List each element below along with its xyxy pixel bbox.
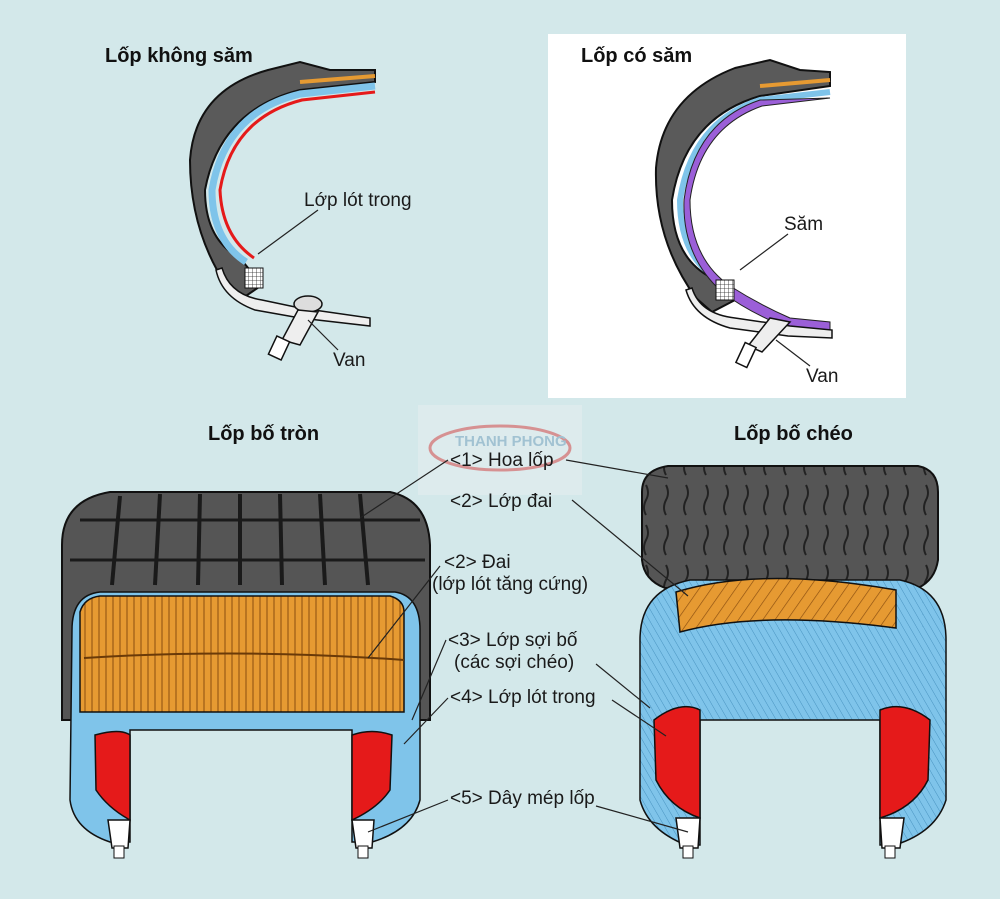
legend-tread: <1> Hoa lốp bbox=[450, 450, 554, 471]
legend-ply-2: (các sợi chéo) bbox=[454, 652, 574, 673]
radial-title: Lốp bố tròn bbox=[208, 423, 319, 445]
tube-belt bbox=[759, 78, 831, 88]
radial-tire: Lốp bố tròn bbox=[61, 423, 431, 859]
bias-bead-left bbox=[675, 817, 701, 859]
bias-tire: Lốp bố chéo bbox=[639, 423, 947, 859]
tube-valve bbox=[734, 317, 792, 369]
watermark-text: THANH PHONG bbox=[455, 433, 567, 450]
legend-ply-1: <3> Lớp sợi bố bbox=[448, 630, 578, 651]
radial-tread-grooves bbox=[70, 493, 425, 586]
tube-valve-leader bbox=[775, 339, 811, 367]
legend-belt-radial-2: (lớp lót tăng cứng) bbox=[432, 574, 588, 595]
tubeless-ply bbox=[208, 82, 376, 265]
tube-title: Lốp có săm bbox=[581, 45, 692, 67]
tubeless-title: Lốp không săm bbox=[105, 45, 253, 67]
tubeless-liner bbox=[218, 90, 376, 260]
legend-belt-bias: <2> Lớp đai bbox=[450, 491, 552, 512]
tube-tube-leader bbox=[739, 233, 789, 271]
tubeless-valve-leader bbox=[307, 319, 339, 351]
tube-valve-label: Van bbox=[806, 366, 838, 387]
tubeless-rim bbox=[215, 267, 371, 327]
watermark: THANH PHONG bbox=[418, 405, 582, 495]
bias-liner-right bbox=[879, 705, 931, 820]
tubeless-liner-label: Lớp lót trong bbox=[304, 190, 412, 211]
tube-tube-label: Săm bbox=[784, 214, 823, 235]
tube-bead bbox=[715, 279, 735, 301]
bias-belt bbox=[675, 577, 897, 633]
legend-bead: <5> Dây mép lốp bbox=[450, 788, 595, 809]
legend-inner-liner: <4> Lớp lót trong bbox=[450, 687, 596, 708]
radial-belt-seam bbox=[83, 652, 405, 661]
tubeless-bead bbox=[244, 267, 264, 289]
tubeless-liner-leader bbox=[257, 209, 319, 255]
center-legend: <1> Hoa lốp <2> Lớp đai <2> Đai (lớp lót… bbox=[359, 450, 689, 833]
bias-ply bbox=[639, 579, 947, 846]
tube-tube bbox=[683, 97, 831, 331]
bias-title: Lốp bố chéo bbox=[734, 423, 853, 445]
tubeless-section: Lốp không săm Lớp lót trong Van bbox=[105, 45, 412, 371]
radial-bead-left bbox=[107, 819, 131, 859]
bias-bead-right bbox=[879, 817, 905, 859]
tubeless-valve bbox=[267, 295, 323, 362]
tube-section: Lốp có săm Săm Van bbox=[548, 34, 906, 398]
tubeless-belt bbox=[299, 74, 376, 84]
legend-belt-radial-1: <2> Đai bbox=[444, 552, 511, 573]
bias-tread bbox=[641, 465, 939, 589]
radial-bead-right bbox=[351, 819, 375, 859]
radial-liner-right bbox=[351, 730, 393, 822]
legend-leaders bbox=[359, 459, 689, 833]
tubeless-valve-label: Van bbox=[333, 350, 365, 371]
tube-rim bbox=[685, 287, 833, 339]
